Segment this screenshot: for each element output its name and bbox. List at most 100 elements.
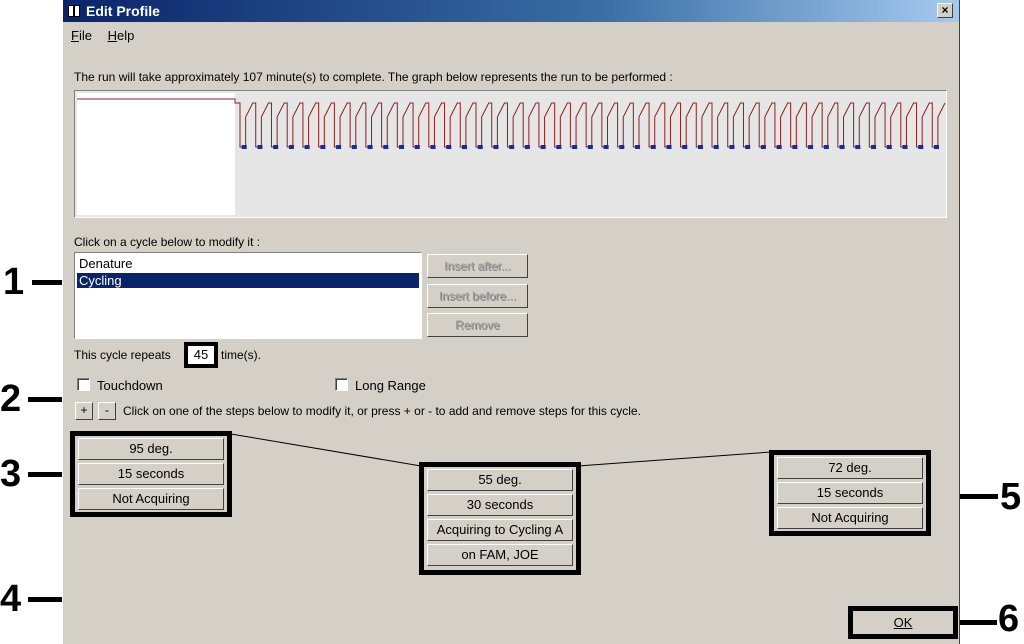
insert-before-button[interactable]: Insert before...: [427, 284, 528, 308]
acquisition-marker: [351, 145, 357, 149]
step-3-duration[interactable]: 15 seconds: [777, 482, 923, 504]
steps-prompt: Click on one of the steps below to modif…: [123, 404, 641, 418]
title-bar: Edit Profile ×: [63, 0, 959, 22]
acquisition-marker: [697, 145, 703, 149]
callout-1: 1: [3, 261, 25, 303]
connector-2-3: [577, 451, 772, 467]
connector-1-2: [230, 433, 422, 467]
callout-5: 5: [1000, 476, 1022, 518]
acquisition-marker: [288, 145, 294, 149]
long-range-checkbox[interactable]: [335, 378, 348, 391]
cycle-item-denature[interactable]: Denature: [79, 256, 133, 271]
step-2-box[interactable]: 55 deg. 30 seconds Acquiring to Cycling …: [419, 462, 581, 575]
acquisition-marker: [273, 145, 279, 149]
acquisition-marker: [682, 145, 688, 149]
insert-after-button[interactable]: Insert after...: [427, 254, 528, 278]
step-3-temperature[interactable]: 72 deg.: [777, 457, 923, 479]
acquisition-marker: [304, 145, 310, 149]
step-3-box[interactable]: 72 deg. 15 seconds Not Acquiring: [769, 450, 931, 536]
acquisition-marker: [745, 145, 751, 149]
close-button[interactable]: ×: [937, 3, 953, 18]
callout-1-line: [32, 280, 72, 285]
app-icon: [68, 5, 80, 17]
add-step-button[interactable]: +: [75, 402, 93, 420]
acquisition-marker: [320, 145, 326, 149]
acquisition-marker: [336, 145, 342, 149]
remove-button[interactable]: Remove: [427, 313, 528, 337]
cycle-item-cycling[interactable]: Cycling: [77, 273, 419, 288]
remove-step-button[interactable]: -: [98, 402, 116, 420]
acquisition-marker: [603, 145, 609, 149]
cycle-graph-plot: [77, 98, 946, 149]
run-graph: [74, 90, 947, 218]
callout-6-line: [955, 620, 997, 625]
callout-3: 3: [0, 453, 22, 495]
window-title: Edit Profile: [86, 3, 160, 19]
acquisition-marker: [933, 145, 939, 149]
step-2-duration[interactable]: 30 seconds: [427, 494, 573, 516]
step-1-temperature[interactable]: 95 deg.: [78, 438, 224, 460]
acquisition-marker: [540, 145, 546, 149]
acquisition-marker: [524, 145, 530, 149]
acquisition-marker: [619, 145, 625, 149]
cycle-listbox[interactable]: Denature Cycling: [74, 252, 422, 339]
acquisition-marker: [918, 145, 924, 149]
acquisition-marker: [414, 145, 420, 149]
repeat-count-input[interactable]: 45: [184, 342, 218, 368]
step-3-acquisition[interactable]: Not Acquiring: [777, 507, 923, 529]
callout-5-line: [926, 494, 998, 499]
acquisition-marker: [493, 145, 499, 149]
acquisition-marker: [430, 145, 436, 149]
acquisition-marker: [399, 145, 405, 149]
acquisition-marker: [666, 145, 672, 149]
acquisition-marker: [886, 145, 892, 149]
cycle-prompt: Click on a cycle below to modify it :: [74, 235, 261, 249]
step-2-acquisition[interactable]: Acquiring to Cycling A: [427, 519, 573, 541]
acquisition-marker: [729, 145, 735, 149]
edit-profile-window: Edit Profile × File Help The run will ta…: [62, 0, 960, 644]
acquisition-marker: [477, 145, 483, 149]
acquisition-marker: [587, 145, 593, 149]
menu-help[interactable]: Help: [107, 28, 135, 43]
touchdown-checkbox[interactable]: [77, 378, 90, 391]
repeat-suffix: time(s).: [221, 348, 261, 362]
graph-denature-area: [77, 93, 235, 215]
touchdown-label: Touchdown: [97, 378, 163, 393]
acquisition-marker: [461, 145, 467, 149]
acquisition-marker: [556, 145, 562, 149]
acquisition-marker: [635, 145, 641, 149]
acquisition-marker: [855, 145, 861, 149]
callout-2: 2: [0, 378, 22, 420]
acquisition-marker: [808, 145, 814, 149]
acquisition-marker: [713, 145, 719, 149]
repeat-prefix: This cycle repeats: [74, 348, 171, 362]
acquisition-marker: [241, 145, 247, 149]
acquisition-marker: [650, 145, 656, 149]
long-range-label: Long Range: [355, 378, 426, 393]
step-1-duration[interactable]: 15 seconds: [78, 463, 224, 485]
acquisition-marker: [572, 145, 578, 149]
acquisition-marker: [902, 145, 908, 149]
acquisition-marker: [823, 145, 829, 149]
acquisition-marker: [383, 145, 389, 149]
acquisition-marker: [446, 145, 452, 149]
menu-file[interactable]: File: [71, 28, 92, 43]
run-info-text: The run will take approximately 107 minu…: [74, 70, 673, 84]
acquisition-marker: [792, 145, 798, 149]
callout-3-line: [28, 472, 72, 477]
temperature-profile-line: [77, 98, 946, 148]
acquisition-marker: [509, 145, 515, 149]
acquisition-marker: [839, 145, 845, 149]
menu-bar: File Help: [71, 28, 146, 43]
acquisition-marker: [871, 145, 877, 149]
acquisition-marker: [776, 145, 782, 149]
step-2-temperature[interactable]: 55 deg.: [427, 469, 573, 491]
step-1-box[interactable]: 95 deg. 15 seconds Not Acquiring: [70, 431, 232, 517]
step-1-acquisition[interactable]: Not Acquiring: [78, 488, 224, 510]
acquisition-marker: [257, 145, 263, 149]
ok-button[interactable]: OK: [848, 606, 958, 639]
acquisition-marker: [760, 145, 766, 149]
callout-4: 4: [0, 578, 22, 620]
acquisition-marker: [367, 145, 373, 149]
step-2-channels[interactable]: on FAM, JOE: [427, 544, 573, 566]
